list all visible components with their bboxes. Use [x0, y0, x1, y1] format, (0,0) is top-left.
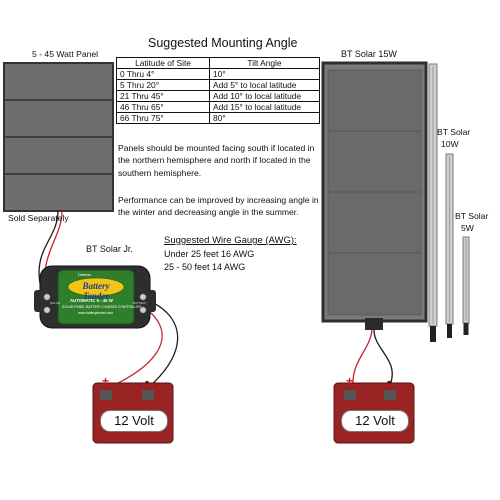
table-header-tilt: Tilt Angle: [209, 57, 320, 69]
hemisphere-note: Panels should be mounted facing south if…: [118, 143, 315, 178]
solar-panel-10w: [428, 63, 438, 342]
table-row: 5 Thru 20° Add 5° to local latitude: [116, 79, 320, 91]
table-cell-tilt: 10°: [209, 68, 320, 80]
solar-panel-left: [3, 62, 114, 212]
battery-left-minus: -: [145, 374, 149, 388]
table-cell-latitude: 66 Thru 75°: [116, 112, 210, 124]
wire-15w-to-battery-red: [352, 329, 373, 386]
bt-solar-10w-label-1: BT Solar: [437, 127, 471, 137]
table-row: 46 Thru 65° Add 15° to local latitude: [116, 101, 320, 113]
controller-logo: Battery Tender: [82, 281, 110, 301]
table-row: 0 Thru 4° 10°: [116, 68, 320, 80]
controller-port-right: BATTERY: [133, 301, 147, 305]
bt-solar-10w-label-2: 10W: [441, 139, 459, 149]
left-panel-label: 5 - 45 Watt Panel: [32, 49, 99, 59]
table-cell-tilt: Add 10° to local latitude: [209, 90, 320, 102]
wire-gauge-line-1: Under 25 feet 16 AWG: [164, 249, 255, 259]
bt-solar-15w-label: BT Solar 15W: [341, 49, 397, 59]
table-cell-tilt: Add 5° to local latitude: [209, 79, 320, 91]
table-row: 66 Thru 75° 80°: [116, 112, 320, 124]
bt-solar-5w-label-2: 5W: [461, 223, 474, 233]
table-cell-latitude: 5 Thru 20°: [116, 79, 210, 91]
table-cell-latitude: 46 Thru 65°: [116, 101, 210, 113]
table-cell-tilt: 80°: [209, 112, 320, 124]
battery-left-plus: +: [102, 374, 110, 388]
controller-label: BT Solar Jr.: [86, 244, 133, 254]
table-row: 21 Thru 45° Add 10° to local latitude: [116, 90, 320, 102]
controller-line-2: SOLAR PANEL BATTERY CHARGE CONTROLLER: [62, 305, 141, 309]
solar-panel-15w: [321, 61, 428, 330]
table-cell-latitude: 21 Thru 45°: [116, 90, 210, 102]
solar-panel-5w: [462, 236, 470, 335]
table-header-row: Latitude of Site Tilt Angle: [116, 57, 320, 69]
bt-solar-5w-label-1: BT Solar: [455, 211, 489, 221]
wire-controller-to-battery-red: [106, 311, 163, 389]
mounting-angle-table: Latitude of Site Tilt Angle 0 Thru 4° 10…: [116, 57, 320, 124]
controller-brand: Deltran: [78, 272, 91, 277]
charge-controller: [34, 265, 156, 329]
mounting-title: Suggested Mounting Angle: [148, 36, 298, 50]
controller-line-1: AUTOMATIC 5 - 45 W: [70, 298, 113, 303]
battery-left-label: 12 Volt: [100, 410, 168, 432]
wire-controller-to-battery-black: [147, 299, 179, 389]
battery-right-minus: -: [387, 374, 391, 388]
battery-right-label: 12 Volt: [341, 410, 409, 432]
solar-panel-stick-2: [445, 153, 454, 338]
wire-gauge-line-2: 25 - 50 feet 14 AWG: [164, 262, 246, 272]
wire-gauge-title: Suggested Wire Gauge (AWG):: [164, 235, 297, 246]
controller-port-left: SOLAR: [50, 301, 61, 305]
table-cell-latitude: 0 Thru 4°: [116, 68, 210, 80]
controller-line-3: www.batterytender.com: [78, 311, 114, 315]
seasonal-note: Performance can be improved by increasin…: [118, 195, 319, 218]
sold-separately-label: Sold Separately: [8, 213, 69, 223]
wire-15w-to-battery-black: [373, 329, 393, 386]
battery-right-plus: +: [346, 374, 354, 388]
table-cell-tilt: Add 15° to local latitude: [209, 101, 320, 113]
table-header-latitude: Latitude of Site: [116, 57, 210, 69]
